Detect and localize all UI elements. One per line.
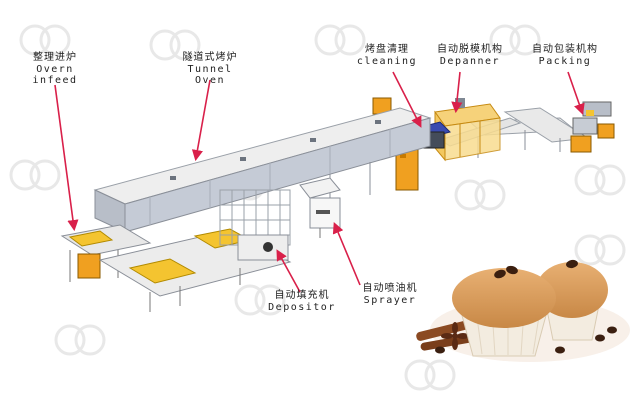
- label-cleaning-cn: 烤盘清理: [365, 44, 409, 55]
- arrow-infeed: [54, 84, 79, 232]
- label-depositor-en: Depositor: [268, 301, 336, 313]
- label-depositor-cn: 自动填充机: [274, 290, 330, 301]
- label-packing-en: Packing: [538, 55, 592, 67]
- tunnel-oven: [93, 107, 432, 233]
- packing-machine: [570, 101, 615, 153]
- sprayer-machine: [299, 177, 341, 238]
- label-packing: 自动包装机构 Packing: [525, 44, 605, 67]
- watermark-logo-3: [314, 24, 366, 56]
- label-overn-infeed-en: Overn infeed: [32, 63, 78, 87]
- depositor-machine: [219, 189, 291, 261]
- label-sprayer-cn: 自动喷油机: [362, 283, 418, 294]
- watermark-logo-7: [454, 179, 506, 211]
- label-sprayer: 自动喷油机 Sprayer: [350, 283, 430, 306]
- label-cleaning: 烤盘清理 cleaning: [352, 44, 422, 67]
- label-tunnel-oven: 隧道式烤炉 Tunnel Oven: [170, 52, 250, 87]
- arrow-depositor: [276, 249, 301, 293]
- label-overn-infeed: 整理进炉 Overn infeed: [10, 52, 100, 87]
- watermark-logo-11: [404, 359, 456, 391]
- callout-arrows: [54, 71, 585, 293]
- label-depanner-cn: 自动脱模机构: [437, 44, 503, 55]
- watermark-logo-5: [9, 159, 61, 191]
- arrow-cleaning: [392, 71, 422, 128]
- watermark-logo-1: [19, 24, 71, 56]
- arrow-packing: [567, 71, 585, 116]
- muffin-photo: [416, 259, 630, 362]
- arrow-sprayer: [332, 222, 361, 286]
- infeed-conveyor: [60, 224, 152, 282]
- label-packing-cn: 自动包装机构: [532, 44, 598, 55]
- label-overn-infeed-cn: 整理进炉: [33, 52, 77, 63]
- watermark-logo-2: [149, 29, 201, 61]
- arrow-tunnel-oven: [191, 79, 211, 162]
- label-cleaning-en: cleaning: [356, 55, 418, 67]
- label-sprayer-en: Sprayer: [363, 294, 417, 306]
- watermark-logo-10: [234, 284, 286, 316]
- watermark-logo-4: [489, 24, 541, 56]
- watermark-logo-9: [54, 324, 106, 356]
- label-depanner-en: Depanner: [439, 55, 501, 67]
- arrow-depanner: [451, 71, 463, 114]
- watermark-logo-12: [574, 234, 626, 266]
- watermark-logo-8: [574, 164, 626, 196]
- label-tunnel-oven-en: Tunnel Oven: [187, 63, 233, 87]
- label-depositor: 自动填充机 Depositor: [262, 290, 342, 313]
- label-depanner: 自动脱模机构 Depanner: [430, 44, 510, 67]
- label-tunnel-oven-cn: 隧道式烤炉: [182, 52, 238, 63]
